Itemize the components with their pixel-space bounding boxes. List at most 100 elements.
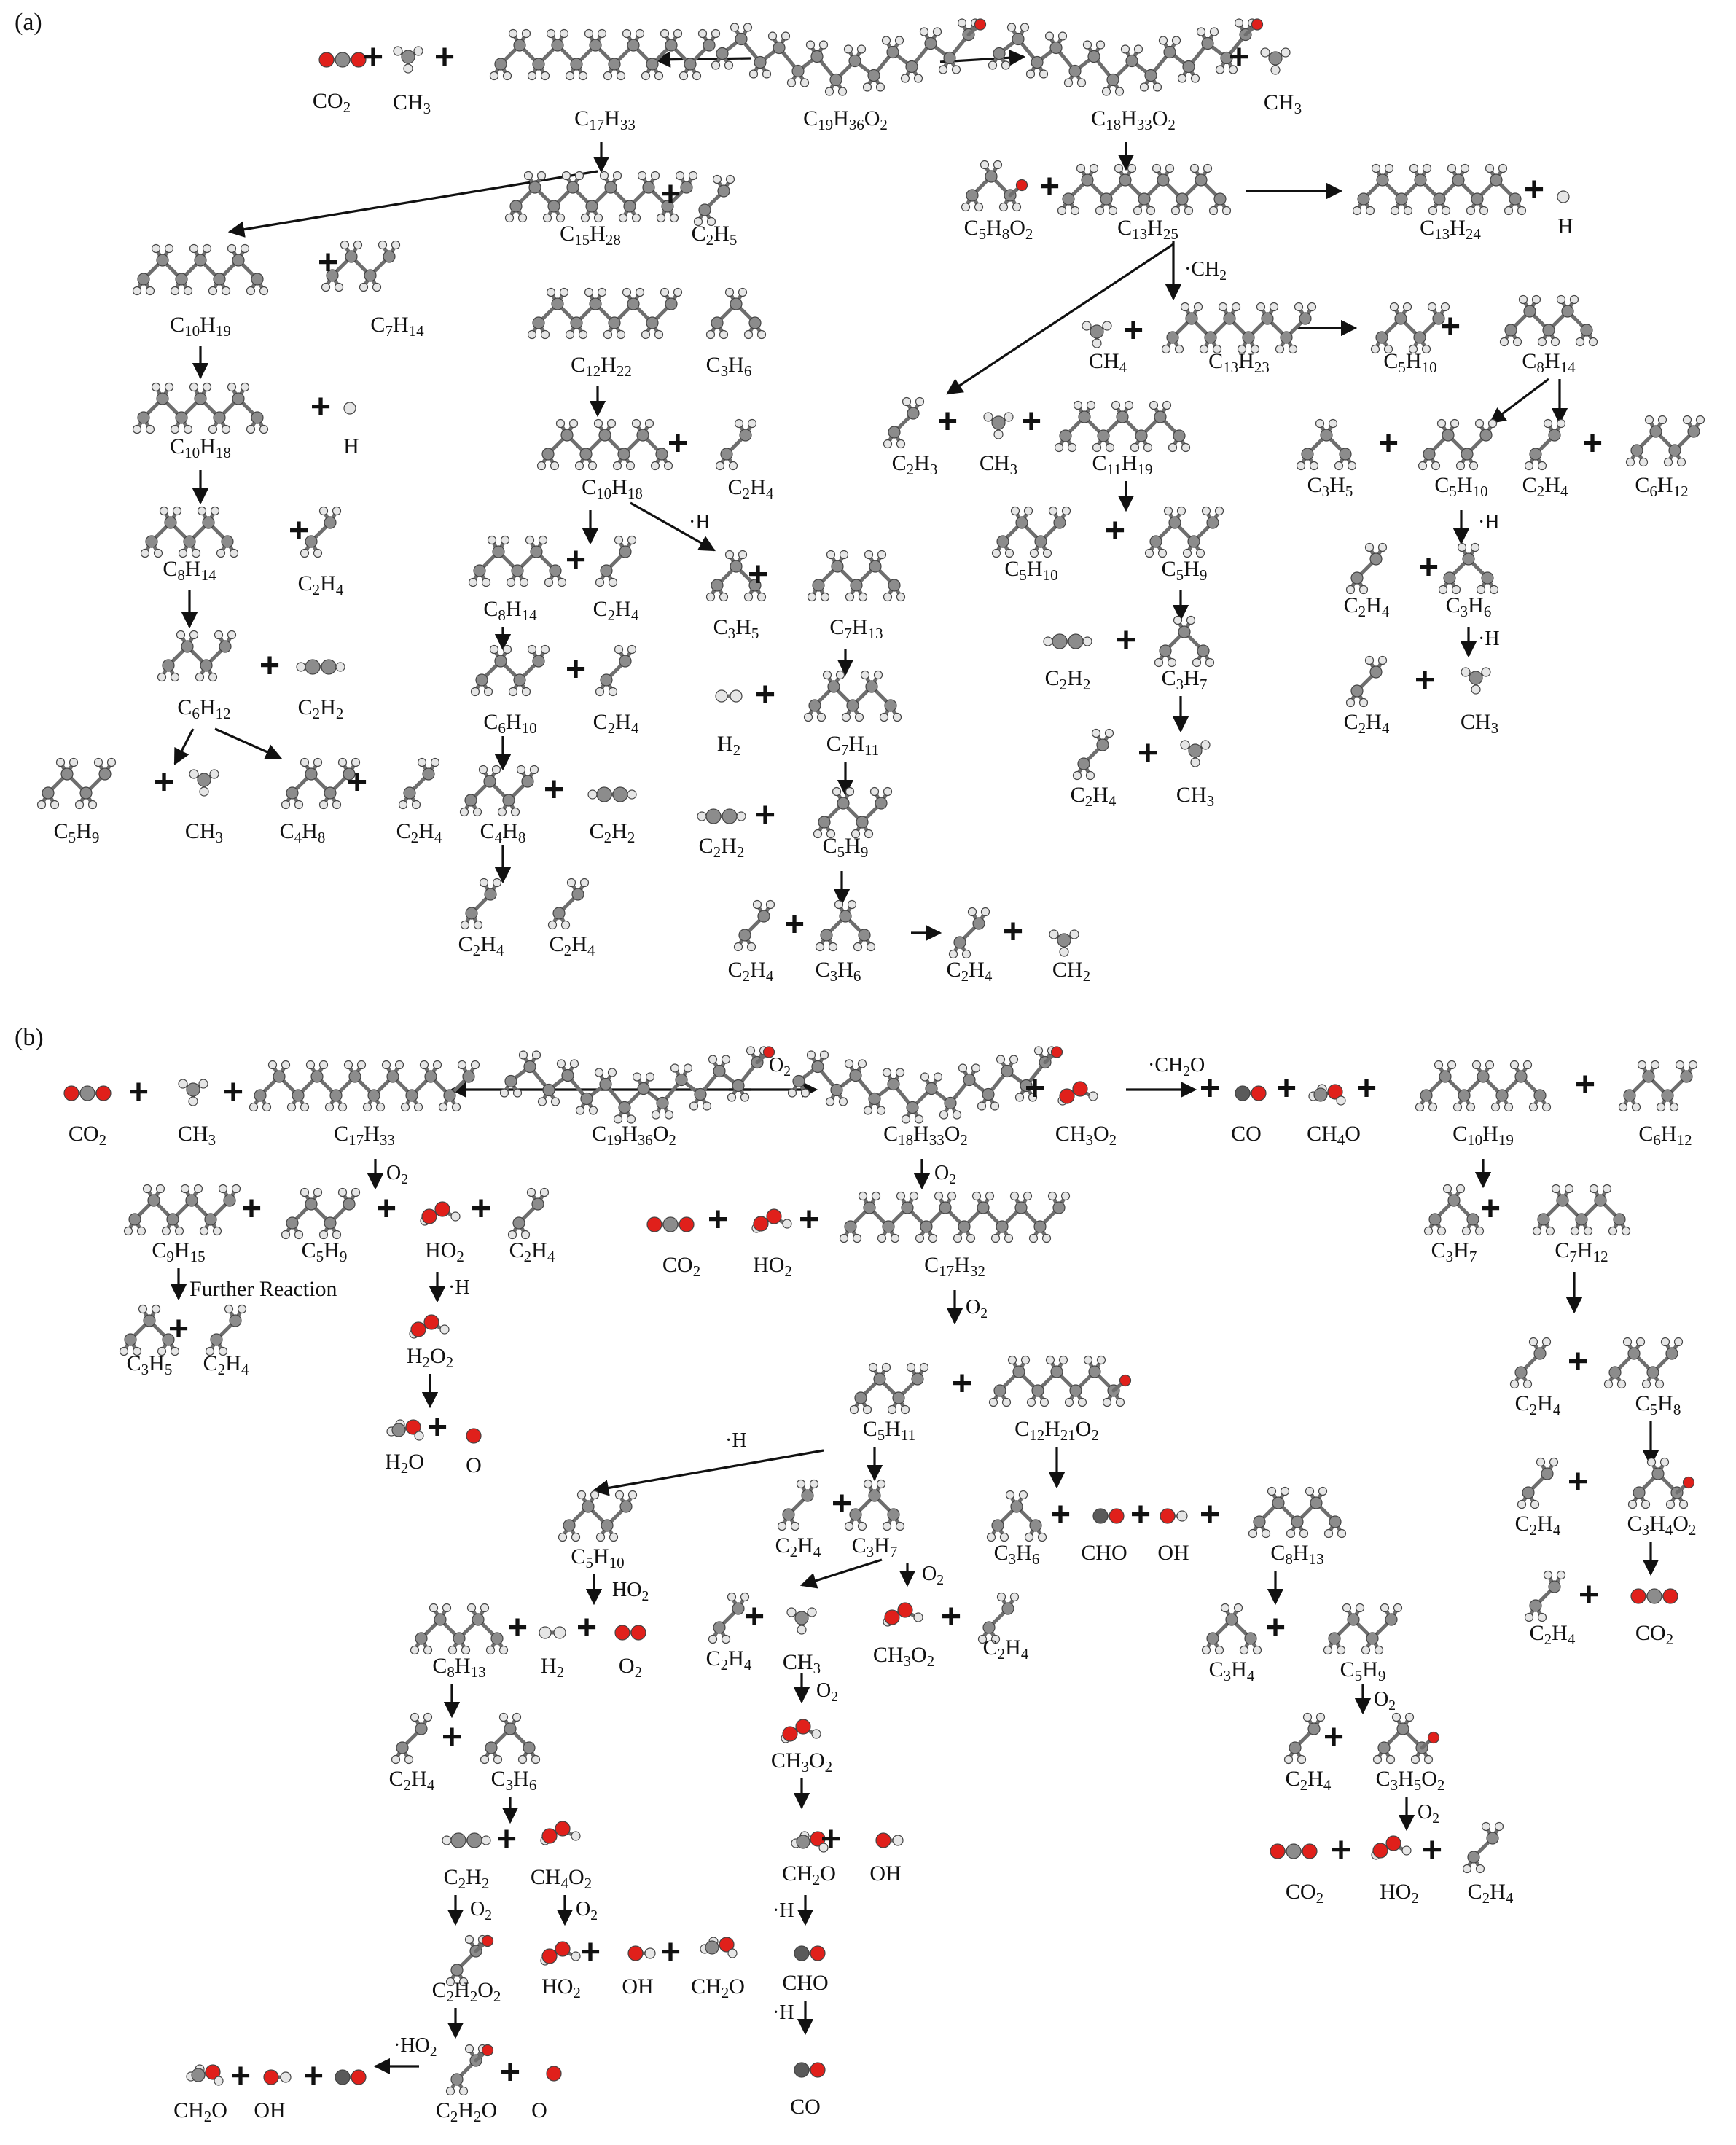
molecule-c2h4 [1509,1337,1552,1389]
molecule-ch2o [791,1831,829,1853]
species-label-co2: CO2 [313,89,351,116]
panel-b-label: (b) [15,1024,44,1051]
species-label-c2h2: C2H2 [699,834,745,861]
molecule-c8h13 [1248,1486,1347,1539]
species-label-c2h5: C2H5 [692,222,738,249]
molecule-c2h5 [693,174,735,227]
molecule-c3h7 [844,1479,905,1531]
molecule-c7h13 [807,550,906,602]
species-label-c2h3: C2H3 [892,451,938,478]
molecule-c9h15 [123,1184,241,1236]
molecule-co2 [318,52,367,68]
molecule-h2o2 [409,1314,450,1339]
species-label-o: O [531,2098,547,2122]
molecule-c3h5 [119,1304,180,1356]
species-label-oh: OH [254,2098,285,2122]
molecule-c5h10 [1418,418,1498,471]
molecule-ch3 [189,769,219,797]
species-label-c5h8: C5H8 [1635,1391,1681,1418]
plus-sign: + [500,2053,520,2092]
species-label-c3h6: C3H6 [491,1767,537,1794]
species-label-c7h14: C7H14 [370,313,424,340]
species-label-c3h7: C3H7 [1431,1238,1477,1265]
molecule-c2h4 [547,878,590,930]
plus-sign: + [566,541,586,579]
plus-sign: + [1418,548,1439,587]
species-label-c5h10: C5H10 [571,1544,624,1571]
arrow-condition-o2: O2 [1374,1688,1396,1714]
species-label-c2h2: C2H2 [298,695,344,722]
species-label-c2h4: C2H4 [1468,1880,1514,1907]
plus-sign: + [1378,424,1399,463]
species-label-ch3: CH3 [980,451,1017,478]
species-label-c2h4: C2H4 [593,710,639,737]
species-label-c18h33o2: C18H33O2 [1091,106,1176,133]
plus-sign: + [1480,1189,1501,1228]
molecule-ch4o [1308,1084,1346,1106]
species-label-h2: H2 [717,732,740,759]
molecule-c13h24 [1352,163,1527,216]
plus-sign: + [241,1189,262,1228]
molecule-c10h18 [132,382,269,434]
plus-sign: + [289,512,309,550]
molecule-o [546,2066,562,2082]
species-label-c9h15: C9H15 [152,1238,205,1265]
molecule-c18h33o2 [787,1046,1063,1124]
molecule-c2h4 [391,1712,433,1765]
species-label-c2h2: C2H2 [590,819,636,846]
plus-sign: + [755,796,775,835]
species-label-c8h14: C8H14 [1522,349,1576,376]
panel-a-label: (a) [15,9,42,36]
molecule-c18h33o2 [988,18,1264,96]
plus-sign: + [230,2057,251,2095]
molecule-c6h10 [470,644,550,697]
plus-sign: + [496,1820,517,1859]
plus-sign: + [1422,1831,1442,1869]
species-label-c2h4: C2H4 [203,1351,249,1378]
reaction-arrow [654,51,751,68]
reaction-arrow [173,728,195,765]
species-label-c5h9: C5H9 [1162,557,1208,584]
molecule-c12h22 [527,287,683,340]
plus-sign: + [376,1189,396,1228]
arrow-condition-h: ·H [773,2001,794,2024]
species-label-ch3: CH3 [185,819,223,846]
molecule-h [1557,190,1570,203]
molecule-c2h3 [883,396,925,449]
arrow-condition-o2: O2 [576,1898,598,1923]
molecule-c17h33 [489,28,721,81]
molecule-oh [1160,1508,1188,1524]
molecule-c8h14 [468,535,567,587]
reaction-arrow [630,501,716,552]
plus-sign: + [748,555,768,594]
molecule-c2h2 [296,659,345,675]
species-label-c2h4: C2H4 [1344,710,1390,737]
species-label-c8h14: C8H14 [483,597,537,624]
plus-sign: + [363,38,383,77]
species-label-c2h4: C2H4 [728,475,774,502]
species-label-c5h9: C5H9 [823,834,869,861]
arrow-condition-o2: O2 [934,1162,956,1187]
arrow-condition-h: ·H [1478,628,1500,650]
molecule-c2h2o2 [445,1934,494,1987]
molecule-ch3 [1180,740,1211,767]
plus-sign: + [668,424,688,463]
molecule-c2h4 [460,878,502,930]
species-label-c2h4: C2H4 [1522,473,1568,500]
molecule-c2h4 [948,907,990,959]
species-label-c3h5: C3H5 [713,615,759,642]
species-label-c2h4: C2H4 [706,1646,752,1673]
molecule-c2h4 [300,506,342,558]
arrow-condition-o2: O2 [922,1563,944,1588]
species-label-h2o: H2O [385,1450,424,1477]
species-label-oh: OH [622,1974,653,1999]
species-label-c13h25: C13H25 [1117,216,1178,243]
molecule-c10h19 [132,243,269,296]
molecule-c11h19 [1054,400,1191,453]
reaction-arrow [1489,378,1549,424]
molecule-c2h4 [507,1187,550,1240]
species-label-c17h33: C17H33 [334,1122,395,1149]
plus-sign: + [1130,1496,1151,1534]
species-label-h2o2: H2O2 [407,1344,453,1371]
